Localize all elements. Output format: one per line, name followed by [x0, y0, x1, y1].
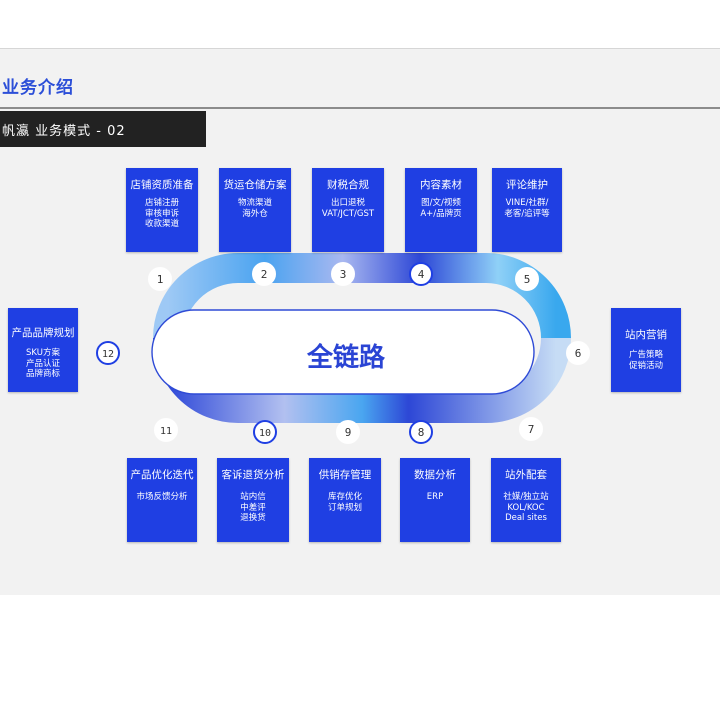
step-marker-1 — [148, 267, 172, 291]
step-number-3: 3 — [340, 268, 347, 281]
card-line: 老客/追评等 — [504, 208, 550, 219]
card-line: 库存优化 — [327, 492, 362, 502]
step-number-1: 1 — [157, 273, 164, 286]
card-title: 货运仓储方案 — [223, 179, 287, 191]
card-brand-planning: 产品品牌规划 SKU方案 产品认证 品牌商标 — [8, 308, 78, 392]
step-marker-12 — [96, 341, 120, 365]
step-number-9: 9 — [345, 426, 352, 439]
card-line: 图/文/视频 — [421, 198, 461, 208]
step-marker-2 — [252, 262, 276, 286]
card-offsite-support: 站外配套 社媒/独立站 KOL/KOC Deal sites — [491, 458, 561, 542]
step-marker-6 — [566, 341, 590, 365]
card-line: Deal sites — [505, 513, 547, 523]
step-number-10: 10 — [259, 428, 271, 439]
card-line: SKU方案 — [26, 348, 60, 358]
card-line: 退换货 — [240, 513, 266, 523]
core-oval — [151, 309, 535, 395]
card-line: 市场反馈分析 — [136, 492, 188, 502]
card-content-assets: 内容素材 图/文/视频 A+/品牌页 — [405, 168, 477, 252]
section-banner: 帆瀛 业务模式 - 02 — [0, 111, 206, 147]
card-onsite-marketing: 站内营销 广告策略 促销活动 — [611, 308, 681, 392]
step-number-5: 5 — [524, 273, 531, 286]
card-title: 内容素材 — [420, 179, 462, 191]
card-line: 订单规划 — [327, 502, 362, 513]
card-line: 促销活动 — [628, 360, 663, 371]
card-line: 社媒/独立站 — [503, 492, 549, 502]
card-line: 产品认证 — [25, 358, 60, 369]
card-line: VAT/JCT/GST — [321, 208, 375, 219]
card-supply-management: 供销存管理 库存优化 订单规划 — [309, 458, 381, 542]
step-marker-9 — [336, 420, 360, 444]
step-marker-4 — [409, 262, 433, 286]
card-title: 财税合规 — [327, 179, 369, 191]
core-label: 全链路 — [306, 342, 386, 373]
card-data-analysis: 数据分析 ERP — [400, 458, 470, 542]
card-line: 海外仓 — [242, 208, 268, 219]
card-line: 物流渠道 — [237, 198, 272, 208]
card-title: 数据分析 — [414, 469, 456, 481]
card-line: 中差评 — [240, 502, 266, 513]
card-line: KOL/KOC — [507, 502, 545, 513]
step-marker-5 — [515, 267, 539, 291]
card-title: 供销存管理 — [318, 469, 372, 481]
card-line: 出口退税 — [330, 198, 365, 208]
card-title: 站内营销 — [625, 329, 667, 341]
card-line: 广告策略 — [628, 350, 663, 360]
card-logistics: 货运仓储方案 物流渠道 海外仓 — [219, 168, 291, 252]
card-title: 店铺资质准备 — [130, 179, 194, 191]
step-number-4: 4 — [418, 268, 425, 281]
card-line: 收款渠道 — [144, 219, 179, 229]
card-complaint-analysis: 客诉退货分析 站内信 中差评 退换货 — [217, 458, 289, 542]
card-review-maintenance: 评论维护 VINE/社群/ 老客/追评等 — [492, 168, 562, 252]
step-number-11: 11 — [160, 426, 172, 437]
card-title: 评论维护 — [506, 179, 548, 191]
step-marker-10 — [253, 420, 277, 444]
card-tax-compliance: 财税合规 出口退税 VAT/JCT/GST — [312, 168, 384, 252]
card-product-optimization: 产品优化迭代 市场反馈分析 — [127, 458, 197, 542]
step-marker-7 — [519, 417, 543, 441]
card-line: A+/品牌页 — [420, 208, 462, 219]
card-title: 产品品牌规划 — [11, 327, 75, 339]
card-line: VINE/社群/ — [505, 198, 549, 208]
card-line: 店铺注册 — [144, 198, 179, 208]
step-number-12: 12 — [102, 349, 114, 360]
step-marker-3 — [331, 262, 355, 286]
page-title: 业务介绍 — [2, 78, 74, 98]
title-divider — [0, 107, 720, 109]
loop-track-top — [153, 253, 571, 339]
card-line: 审核申诉 — [144, 208, 179, 219]
card-line: ERP — [426, 492, 444, 502]
card-title: 产品优化迭代 — [130, 469, 194, 481]
step-number-8: 8 — [418, 426, 425, 439]
step-number-6: 6 — [575, 347, 582, 360]
card-line: 品牌商标 — [25, 369, 60, 379]
card-title: 站外配套 — [505, 469, 547, 481]
card-title: 客诉退货分析 — [221, 469, 285, 481]
card-line: 站内信 — [240, 492, 266, 502]
section-banner-text: 帆瀛 业务模式 - 02 — [2, 124, 126, 139]
step-number-7: 7 — [528, 423, 535, 436]
step-number-2: 2 — [261, 268, 268, 281]
step-marker-8 — [409, 420, 433, 444]
step-marker-11 — [154, 418, 178, 442]
card-store-qualification: 店铺资质准备 店铺注册 审核申诉 收款渠道 — [126, 168, 198, 252]
